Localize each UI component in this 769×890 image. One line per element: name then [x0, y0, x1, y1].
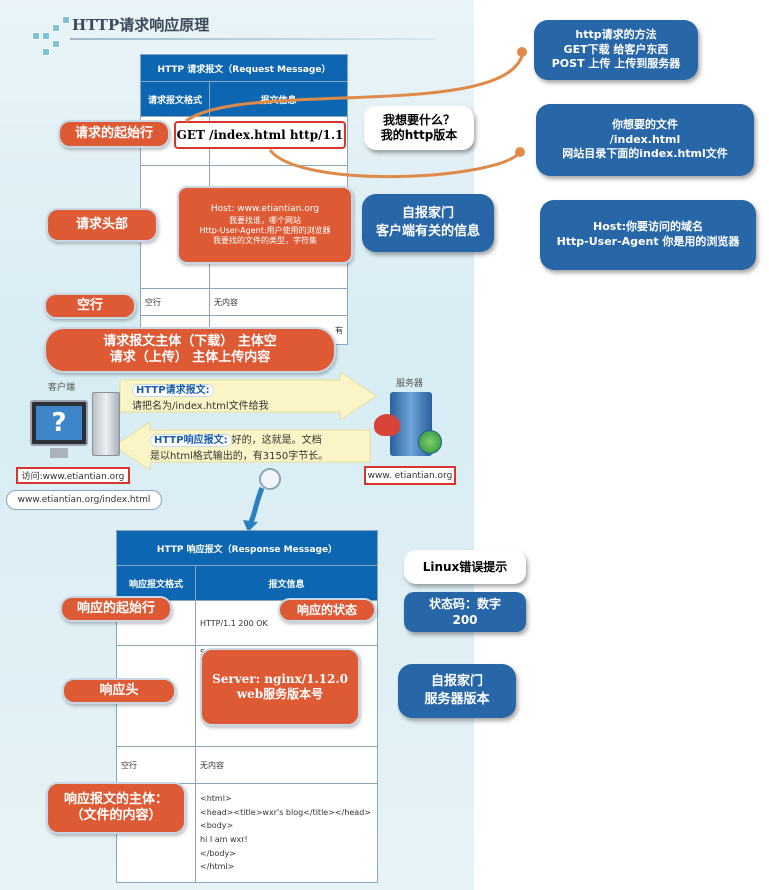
request-body-line1: 请求报文主体（下载） 主体空	[103, 333, 277, 349]
magnifier-curve-arrow	[247, 487, 265, 526]
file-line2: /index.html	[609, 132, 681, 146]
client-monitor-icon: ?	[30, 400, 88, 446]
response-body-line: </body>	[200, 848, 236, 858]
magnifier-arrowhead	[243, 520, 258, 532]
response-body-line: hi I am wxr!	[200, 835, 248, 844]
host-note: Host: www.etiantian.org 我要找谁，哪个网站 Http-U…	[177, 186, 353, 264]
host-callout-line1: Host:你要访问的域名	[593, 220, 703, 234]
title-decoration	[32, 32, 40, 40]
request-message-tag: HTTP请求报文:	[132, 384, 214, 397]
globe-icon	[418, 430, 442, 454]
file-line1: 你想要的文件	[612, 117, 678, 131]
arrow-dot-methods	[517, 47, 527, 57]
request-body-line2: 请求（上传） 主体上传内容	[109, 350, 271, 365]
request-col-format: 请求报文格式	[140, 81, 210, 117]
magnifier-icon	[259, 468, 281, 490]
host-note-line4: 我要找的文件的类型，字符集	[213, 235, 317, 245]
methods-callout: http请求的方法 GET下载 给客户东西 POST 上传 上传到服务器	[534, 20, 698, 80]
server-address-box: www. etiantian.org	[364, 466, 456, 485]
host-note-line1: Host: www.etiantian.org	[210, 204, 320, 215]
question-mark-icon: ?	[36, 406, 82, 440]
title-decoration	[52, 24, 60, 32]
url-pill: www.etiantian.org/index.html	[6, 490, 162, 510]
title-underline	[70, 38, 436, 40]
server-self-intro-line1: 自报家门	[430, 674, 483, 690]
status-code-line1: 状态码：数字	[428, 596, 501, 611]
response-blank-row-value: 无内容	[195, 746, 378, 784]
label-request-header: 请求头部	[46, 208, 158, 242]
server-version-line2: web服务版本号	[236, 687, 324, 701]
what-want-line2: 我的http版本	[380, 128, 458, 142]
label-blank-line: 空行	[44, 293, 136, 319]
server-label: 服务器	[396, 379, 424, 389]
status-code-line2: 200	[452, 613, 478, 627]
file-callout: 你想要的文件 /index.html 网站目录下面的index.html文件	[536, 104, 754, 176]
methods-line3: POST 上传 上传到服务器	[551, 57, 681, 71]
label-request-start-line: 请求的起始行	[58, 120, 170, 148]
page-title: HTTP请求响应原理	[72, 16, 210, 34]
status-code-callout: 状态码：数字 200	[404, 592, 526, 632]
client-self-intro-line2: 客户端有关的信息	[375, 224, 480, 239]
response-body-line: <head><title>wxr's blog</title></head>	[200, 807, 371, 817]
label-response-status: 响应的状态	[278, 598, 376, 622]
response-body-line: <body>	[200, 821, 234, 831]
request-blank-row-label: 空行	[140, 288, 210, 316]
title-decoration	[42, 32, 50, 40]
title-decoration	[42, 48, 50, 56]
response-body-content: <html> <head><title>wxr's blog</title></…	[195, 783, 378, 883]
methods-line2: GET下载 给客户东西	[563, 42, 669, 56]
server-version-note: Server: nginx/1.12.0 web服务版本号	[200, 648, 360, 726]
client-self-intro-callout: 自报家门 客户端有关的信息	[362, 194, 494, 252]
what-want-callout: 我想要什么？ 我的http版本	[364, 106, 474, 150]
client-tower-icon	[92, 392, 120, 456]
server-self-intro-callout: 自报家门 服务器版本	[398, 664, 516, 718]
what-want-line1: 我想要什么？	[382, 113, 455, 127]
response-body-line: </html>	[200, 862, 235, 872]
response-col-info: 报文信息	[195, 565, 378, 601]
response-table-header: HTTP 响应报文（Response Message）	[116, 530, 378, 566]
arrow-dot-file	[515, 147, 525, 157]
host-note-line2: 我要找谁，哪个网站	[229, 215, 301, 225]
response-message-tag: HTTP响应报文:	[150, 434, 232, 447]
arrow-to-file	[268, 149, 522, 179]
heart-icon	[374, 414, 400, 436]
server-self-intro-line2: 服务器版本	[424, 692, 490, 707]
server-version-line1: Server: nginx/1.12.0	[212, 672, 348, 686]
host-callout-line2: Http-User-Agent 你是用的浏览器	[556, 235, 740, 248]
request-message-text: HTTP请求报文: 请把名为/index.html文件给我	[132, 383, 372, 414]
response-body-line: <html>	[200, 794, 232, 804]
label-response-start-line: 响应的起始行	[60, 596, 172, 622]
response-message-table: HTTP 响应报文（Response Message） 响应报文格式 报文信息 …	[116, 530, 378, 883]
title-decoration	[52, 40, 60, 48]
client-label: 客户端	[48, 383, 76, 393]
response-body-label-line1: 响应报文的主体：	[63, 791, 168, 807]
response-body-label-line2: （文件的内容）	[70, 808, 162, 823]
request-message-body: 请把名为/index.html文件给我	[132, 400, 269, 412]
response-message-body2: 是以html格式输出的，有3150字节长。	[150, 450, 329, 462]
response-message-body1: 好的，这就是。文档	[231, 435, 322, 446]
response-col-format: 响应报文格式	[116, 565, 196, 601]
label-request-body: 请求报文主体（下载） 主体空 请求（上传） 主体上传内容	[44, 327, 336, 373]
monitor-stand	[50, 448, 68, 458]
linux-error-callout: Linux错误提示	[404, 550, 526, 584]
methods-line1: http请求的方法	[575, 27, 657, 41]
title-decoration	[62, 16, 70, 24]
arrow-to-methods	[185, 55, 524, 123]
response-message-text: HTTP响应报文:好的，这就是。文档 是以html格式输出的，有3150字节长。	[150, 433, 360, 464]
label-response-body: 响应报文的主体： （文件的内容）	[46, 782, 186, 834]
host-note-line3: Http-User-Agent:用户使用的浏览器	[199, 225, 331, 235]
request-blank-row-value: 无内容	[209, 288, 348, 316]
client-visit-box: 访问:www.etiantian.org	[16, 467, 130, 484]
response-blank-row-label: 空行	[116, 746, 196, 784]
label-response-header: 响应头	[62, 678, 176, 704]
file-line3: 网站目录下面的index.html文件	[562, 147, 728, 161]
client-self-intro-line1: 自报家门	[401, 206, 454, 222]
request-line-box: GET /index.html http/1.1	[174, 121, 346, 149]
host-callout: Host:你要访问的域名 Http-User-Agent 你是用的浏览器	[540, 200, 756, 270]
request-table-header: HTTP 请求报文（Request Message）	[140, 54, 348, 82]
